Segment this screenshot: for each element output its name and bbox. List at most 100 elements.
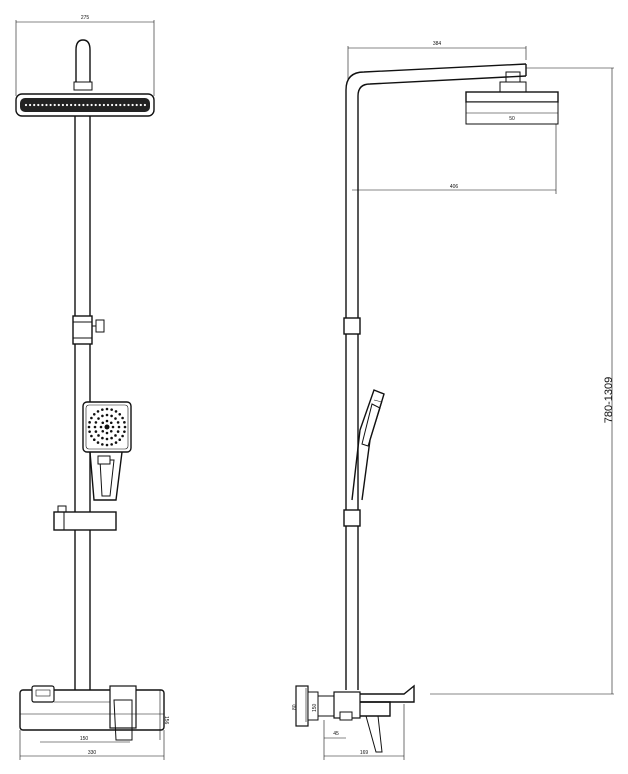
nozzle-dot xyxy=(135,103,138,107)
nozzle-dot xyxy=(74,103,77,107)
slide-bracket xyxy=(53,505,117,531)
arm-length-label: 384 xyxy=(433,41,442,47)
side-mixer: 80 150 45 169 xyxy=(292,684,415,760)
hand-nozzle-dot xyxy=(101,429,105,433)
hand-nozzle-dot xyxy=(92,412,96,416)
hand-nozzle-dot xyxy=(118,438,122,442)
nozzle-dot xyxy=(37,103,40,107)
side-riser-and-arm xyxy=(345,63,614,690)
hand-nozzle-dot xyxy=(105,431,109,435)
side-head-connector xyxy=(499,71,527,93)
side-sleeve xyxy=(343,317,361,335)
nozzle-dot xyxy=(49,103,52,107)
side-hand-shower xyxy=(351,389,385,501)
nozzle-dot xyxy=(115,103,118,107)
wall-a-label: 80 xyxy=(292,704,298,710)
head-reach-dimension: 406 xyxy=(352,124,557,194)
mixer-width-label: 330 xyxy=(88,750,97,756)
nozzle-dot xyxy=(98,103,101,107)
nozzle-dot xyxy=(78,103,81,107)
head-reach-label: 406 xyxy=(450,184,459,190)
mixer-height-label: 156 xyxy=(163,716,169,725)
hand-nozzle-dot xyxy=(123,430,126,433)
nozzle-dot xyxy=(106,103,110,107)
hand-nozzle-dot xyxy=(88,430,91,433)
hand-nozzle-dot xyxy=(101,414,104,418)
hand-shower-nozzles xyxy=(87,407,127,447)
nozzle-dot xyxy=(143,103,146,107)
hand-nozzle-dot xyxy=(114,417,117,420)
hand-nozzle-dot xyxy=(101,443,104,446)
nozzle-dot xyxy=(41,103,44,107)
hand-nozzle-dot xyxy=(109,421,113,425)
nozzle-pattern xyxy=(24,103,146,107)
hand-nozzle-dot xyxy=(105,413,109,417)
hand-nozzle-dot xyxy=(114,434,117,437)
head-width-dimension: 275 xyxy=(15,15,155,96)
hand-nozzle-dot xyxy=(121,434,124,438)
hand-nozzle-dot xyxy=(105,443,109,447)
pipe-sleeve xyxy=(72,315,105,345)
hand-nozzle-dot xyxy=(101,421,105,425)
wall-b-label: 150 xyxy=(312,703,318,712)
hand-nozzle-dot xyxy=(110,414,113,418)
hand-nozzle-dot xyxy=(116,421,120,424)
nozzle-dot xyxy=(119,103,122,107)
hand-nozzle-dot xyxy=(94,430,98,433)
nozzle-dot xyxy=(24,103,28,107)
nozzle-dot xyxy=(90,103,93,107)
hand-nozzle-center xyxy=(104,424,110,430)
hand-nozzle-dot xyxy=(123,421,126,424)
nozzle-dot xyxy=(33,103,36,107)
nozzle-dot xyxy=(45,103,48,107)
hand-nozzle-dot xyxy=(116,430,120,433)
arm-length-dimension: 384 xyxy=(347,41,527,80)
nozzle-dot xyxy=(111,103,114,107)
hand-nozzle-dot xyxy=(101,408,104,411)
nozzle-dot xyxy=(131,103,134,107)
side-bracket xyxy=(343,509,361,527)
shower-arm-top xyxy=(73,39,93,91)
hand-nozzle-dot xyxy=(110,443,113,446)
nozzle-dot xyxy=(53,103,56,107)
head-width-label: 275 xyxy=(81,15,90,21)
hand-nozzle-dot xyxy=(117,425,121,429)
total-height-dimension: 780-1309 xyxy=(430,68,615,695)
nozzle-dot xyxy=(86,103,89,107)
hand-nozzle-dot xyxy=(92,438,96,442)
hand-nozzle-dot xyxy=(101,436,104,440)
hand-nozzle-dot xyxy=(114,410,118,413)
thermostatic-mixer: 156 150 330 xyxy=(19,685,169,760)
base-depth-label: 169 xyxy=(360,750,369,756)
hand-nozzle-dot xyxy=(96,441,100,444)
side-rain-head: 50 xyxy=(465,91,559,125)
mixer-inner-label: 150 xyxy=(80,736,89,742)
hand-nozzle-dot xyxy=(87,425,91,429)
nozzle-dot xyxy=(123,103,126,107)
side-view: 384 50 406 xyxy=(292,41,615,760)
hand-nozzle-dot xyxy=(90,434,93,438)
hand-nozzle-dot xyxy=(105,407,109,411)
hand-nozzle-dot xyxy=(93,425,97,429)
total-height-label: 780-1309 xyxy=(603,377,615,424)
hand-nozzle-dot xyxy=(105,437,109,441)
hand-nozzle-dot xyxy=(99,425,103,429)
hand-nozzle-dot xyxy=(109,429,113,433)
wall-offset-label: 45 xyxy=(333,731,339,737)
hand-nozzle-dot xyxy=(94,421,98,424)
nozzle-dot xyxy=(65,103,69,107)
hand-nozzle-dot xyxy=(110,408,113,411)
hand-nozzle-dot xyxy=(96,410,100,413)
hand-nozzle-dot xyxy=(118,412,122,416)
rain-shower-head xyxy=(15,93,155,117)
nozzle-dot xyxy=(102,103,105,107)
nozzle-dot xyxy=(139,103,142,107)
head-small-label: 50 xyxy=(509,116,515,122)
nozzle-dot xyxy=(57,103,60,107)
hand-nozzle-dot xyxy=(88,421,91,424)
hand-nozzle-dot xyxy=(105,419,109,423)
nozzle-dot xyxy=(94,103,97,107)
nozzle-dot xyxy=(82,103,85,107)
hand-shower xyxy=(82,401,132,501)
